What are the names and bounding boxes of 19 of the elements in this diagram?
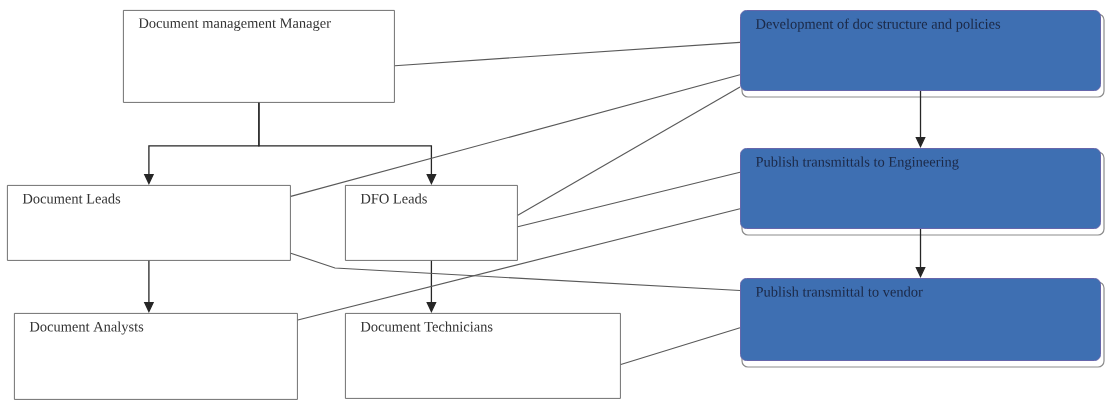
arrow — [915, 228, 926, 278]
role-box: DFO Leads — [345, 185, 518, 261]
arrow — [915, 90, 926, 148]
role-box: Document Technicians — [345, 313, 621, 399]
connector-line — [517, 86, 741, 216]
role-box: Document Leads — [7, 185, 291, 261]
connector-line — [394, 41, 741, 67]
connector-line — [297, 208, 741, 321]
process-box: Publish transmittals to Engineering — [740, 148, 1105, 236]
connector-line — [290, 252, 741, 291]
connector-line — [290, 74, 741, 197]
process-box: Publish transmittal to vendor — [740, 278, 1105, 368]
arrow — [258, 102, 437, 185]
arrow — [426, 260, 437, 313]
connector-line — [517, 171, 741, 228]
role-box: Document Analysts — [14, 313, 298, 400]
process-box: Development of doc structure and policies — [740, 10, 1105, 98]
role-box: Document management Manager — [123, 10, 395, 103]
connector-line — [620, 327, 741, 366]
